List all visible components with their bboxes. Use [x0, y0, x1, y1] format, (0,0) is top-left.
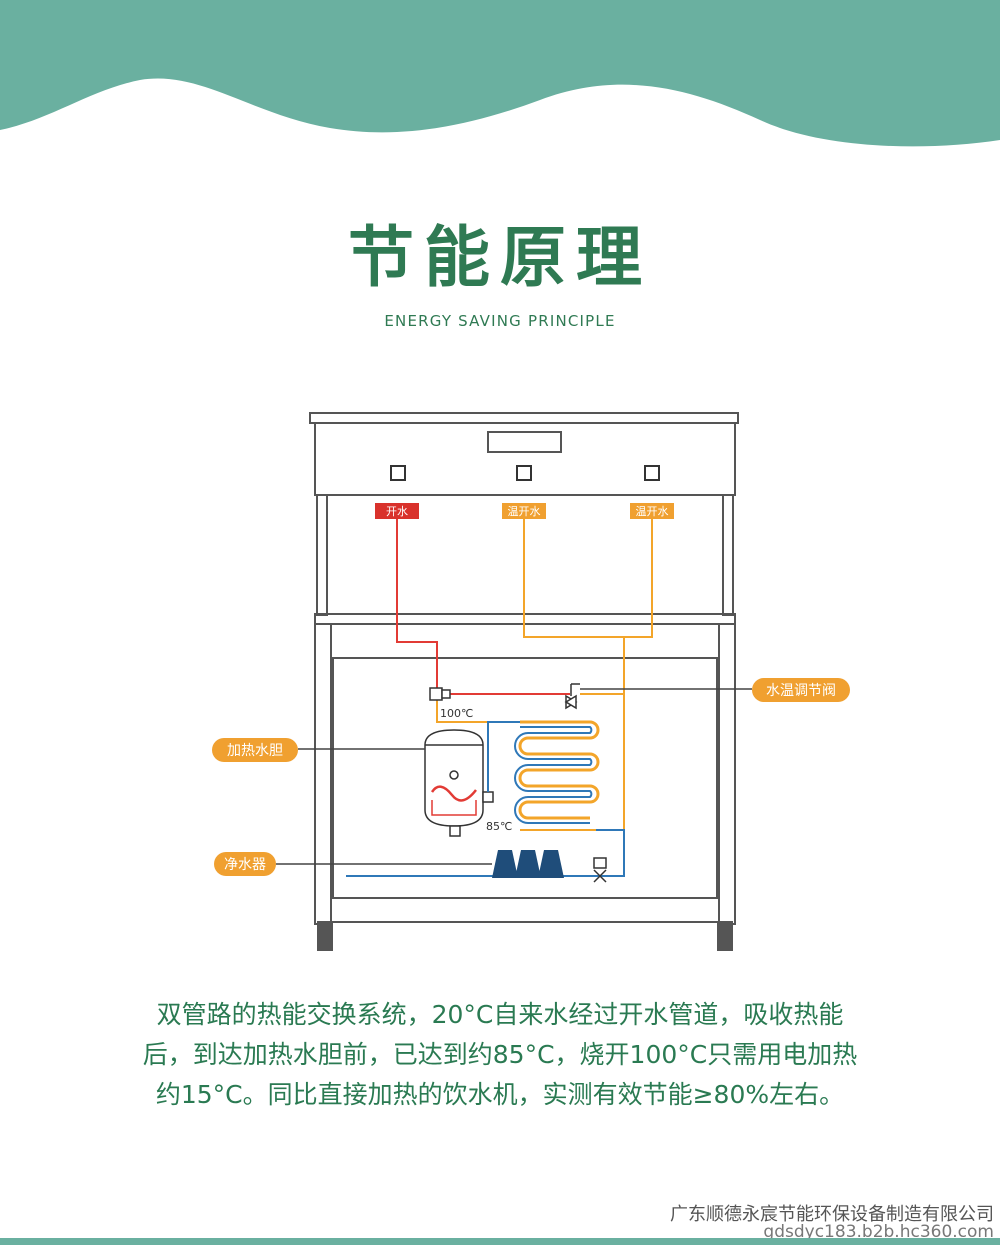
tank-callout-text: 加热水胆	[227, 743, 283, 759]
heating-tank	[424, 729, 494, 837]
outlet-label-warm-2: 温开水	[630, 503, 674, 519]
top-wave-banner	[0, 0, 1000, 147]
tap-button-icons	[390, 465, 660, 481]
tank-callout: 加热水胆	[212, 738, 298, 762]
page-title: 节能原理	[348, 219, 652, 296]
company-name: 广东顺德永宸节能环保设备制造有限公司	[670, 1204, 994, 1225]
outlet-label-boiling: 开水	[375, 503, 419, 519]
temperature-valve-icon	[564, 683, 580, 710]
hot-valve-icon	[429, 687, 451, 701]
company-url: gdsdyc183.b2b.hc360.com	[763, 1222, 994, 1242]
tank-inlet-pipe	[487, 721, 520, 792]
cold-water-return-pipe	[596, 829, 625, 877]
filter-callout-text: 净水器	[224, 857, 266, 873]
heat-exchange-coil	[514, 720, 600, 824]
temp-tank-label: 85℃	[486, 820, 512, 833]
outlet-label-warm-1-text: 温开水	[508, 505, 541, 518]
description-line-3: 约15°C。同比直接加热的饮水机，实测有效节能≥80%左右。	[155, 1080, 845, 1109]
description-line-1: 双管路的热能交换系统，20°C自来水经过开水管道，吸收热能	[156, 1000, 844, 1029]
filter-callout: 净水器	[214, 852, 276, 876]
warm-water-pipe-1	[523, 519, 624, 638]
outlet-label-warm-1: 温开水	[502, 503, 546, 519]
water-filter-icons	[492, 850, 564, 878]
outlet-label-warm-2-text: 温开水	[636, 505, 669, 518]
bottom-bar	[0, 1238, 1000, 1245]
valve-callout-text: 水温调节阀	[766, 683, 836, 699]
cabinet-frame	[309, 412, 739, 951]
temp-hot-label: 100℃	[440, 707, 473, 720]
outlet-label-boiling-text: 开水	[386, 505, 408, 518]
inlet-valve-icon	[593, 857, 607, 883]
hot-water-pipe	[396, 519, 570, 695]
valve-callout: 水温调节阀	[752, 678, 850, 702]
energy-saving-diagram: 开水 温开水 温开水 100℃ 水温调节阀	[212, 412, 850, 951]
warm-water-pipe-2	[520, 519, 653, 831]
page-subtitle: ENERGY SAVING PRINCIPLE	[384, 312, 616, 330]
description-line-2: 后，到达加热水胆前，已达到约85°C，烧开100°C只需用电加热	[142, 1040, 858, 1069]
